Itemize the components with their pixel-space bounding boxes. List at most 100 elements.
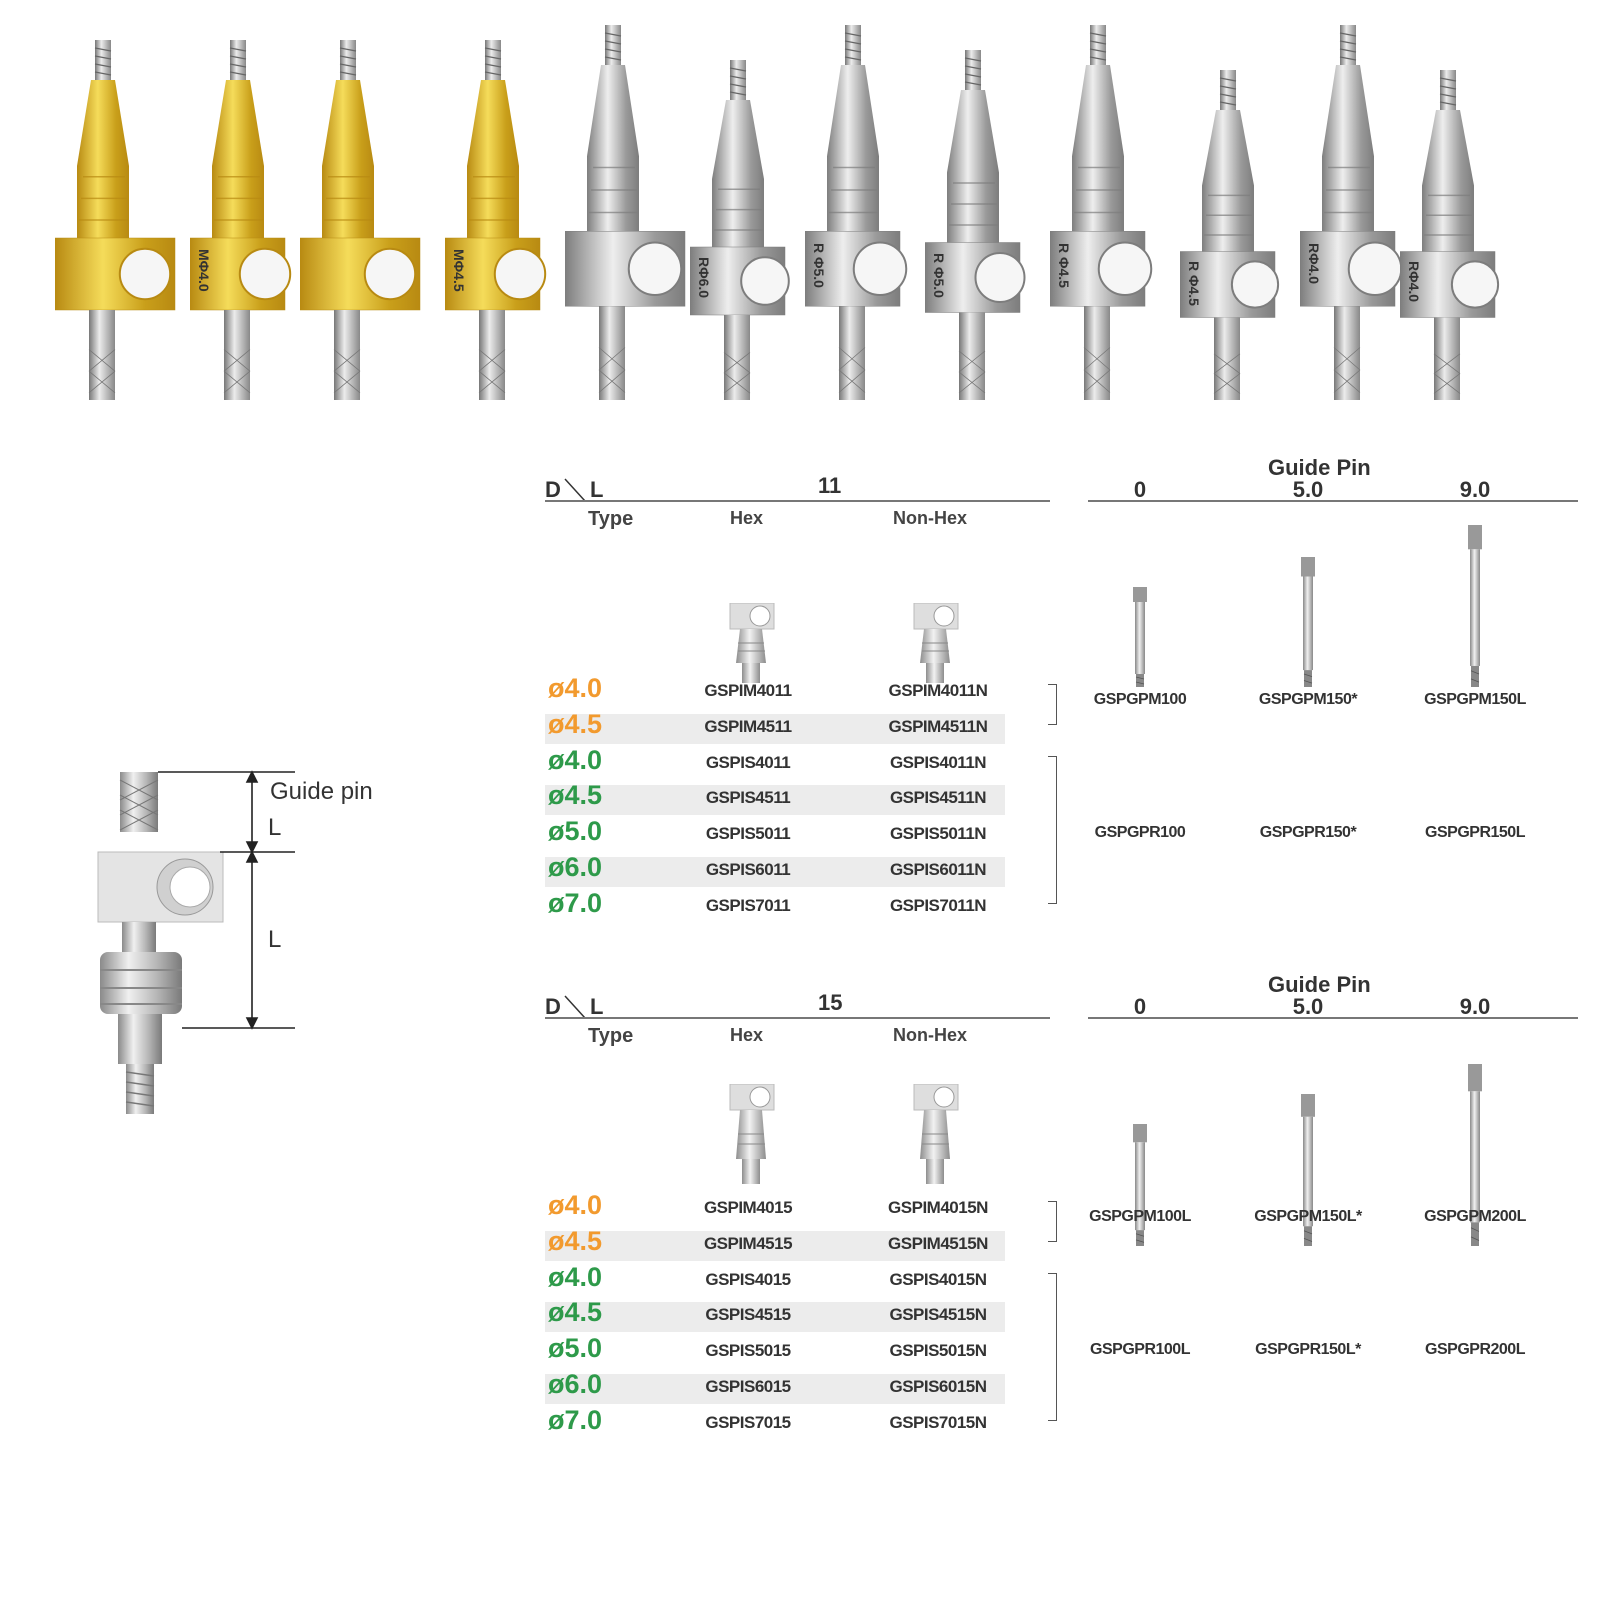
diameter-label: ø4.5	[548, 780, 603, 811]
product-photo-4: MΦ4.5	[445, 40, 575, 400]
nonhex-code: GSPIS4511N	[889, 788, 987, 808]
guide-pin-col-0: 0	[1133, 477, 1147, 502]
product-photo-5	[565, 25, 695, 400]
diameter-label: ø4.0	[548, 1190, 603, 1220]
nonhex-code: GSPIM4011N	[888, 681, 988, 700]
row-band	[545, 713, 1005, 744]
abutment-icon	[1050, 25, 1153, 400]
product-engraving-label: R Φ4.5	[1186, 261, 1202, 307]
length-value: 11	[818, 473, 842, 498]
nonhex-code: GSPIS4015N	[889, 1269, 987, 1289]
abutment-icon	[445, 40, 547, 400]
hex-code: GSPIS7015	[705, 1412, 791, 1432]
l-label: L	[590, 994, 604, 1019]
abutment-thumbnail-icon	[913, 603, 959, 683]
guide-pin-col-0: 0	[1133, 994, 1147, 1019]
nonhex-code: GSPIM4015N	[888, 1198, 988, 1217]
guide-pin-m-code: GSPGPM100	[1093, 691, 1187, 708]
guide-pin-header: Guide Pin	[1268, 455, 1371, 480]
diameter-label: ø7.0	[548, 887, 603, 918]
abutment-length-label: L	[268, 926, 282, 953]
nonhex-code: GSPIM4515N	[888, 1233, 988, 1253]
abutment-icon	[565, 25, 686, 400]
guide-pin-icon	[1133, 1124, 1147, 1246]
hex-code: GSPIS4015	[705, 1269, 791, 1289]
hex-code: GSPIS7011	[705, 895, 791, 915]
header-rule	[545, 1017, 1050, 1019]
bracket-r	[1048, 755, 1057, 905]
nonhex-code: GSPIS7015N	[889, 1412, 987, 1432]
guide-pin-r-code: GSPGPR100	[1094, 824, 1186, 842]
abutment-icon	[1300, 25, 1403, 400]
abutment-icon	[805, 25, 908, 400]
guide-pin-rule	[1088, 500, 1578, 502]
hex-code: GSPIS5011	[705, 824, 791, 844]
abutment-thumbnail-icon	[729, 1084, 775, 1184]
hex-code: GSPIS6015	[705, 1377, 791, 1396]
product-photo-10: R Φ4.5	[1180, 70, 1310, 400]
diameter-label: ø4.5	[548, 1297, 603, 1328]
guide-pin-m-code: GSPGPM150L*	[1254, 1208, 1362, 1225]
product-photo-12: RΦ4.0	[1400, 70, 1530, 400]
bracket-r	[1048, 1272, 1057, 1422]
abutment-icon	[690, 60, 790, 400]
guide-pin-icon	[1468, 1064, 1482, 1246]
guide-pin-m-code: GSPGPM150L	[1424, 691, 1526, 708]
abutment-icon	[190, 40, 292, 400]
product-photo-1	[55, 40, 185, 400]
nonhex-label: Non-Hex	[893, 508, 968, 528]
guide-pin-length-label: L	[268, 814, 282, 841]
nonhex-code: GSPIS6011N	[889, 860, 987, 879]
l-label: L	[590, 477, 604, 502]
hex-label: Hex	[730, 508, 764, 528]
product-engraving-label: R Φ5.0	[931, 253, 947, 298]
product-engraving-label: RΦ4.0	[1306, 242, 1322, 284]
product-engraving-label: RΦ6.0	[696, 257, 712, 299]
diameter-label: ø6.0	[548, 1369, 603, 1399]
hex-code: GSPIM4515	[703, 1233, 793, 1253]
hex-code: GSPIS4515	[705, 1305, 791, 1325]
product-engraving-label: MΦ4.5	[451, 248, 467, 292]
diameter-label: ø4.0	[548, 1261, 603, 1292]
product-photo-7: R Φ5.0	[805, 25, 935, 400]
nonhex-code: GSPIS5011N	[889, 824, 987, 844]
row-band	[545, 1230, 1005, 1261]
product-photo-3	[300, 40, 430, 400]
product-engraving-label: MΦ4.0	[196, 248, 212, 292]
row-band	[545, 785, 1005, 816]
nonhex-code: GSPIM4511N	[888, 716, 988, 736]
guide-pin-col-1: 5.0	[1292, 994, 1324, 1019]
product-engraving-label: R Φ5.0	[811, 242, 827, 288]
abutment-icon	[1180, 70, 1280, 400]
product-engraving-label: R Φ4.5	[1056, 242, 1072, 288]
row-band	[545, 1302, 1005, 1333]
diameter-label: ø5.0	[548, 816, 603, 847]
type-label: Type	[588, 508, 634, 530]
nonhex-code: GSPIS5015N	[889, 1341, 987, 1361]
bracket-m	[1048, 1201, 1057, 1243]
guide-pin-col-1: 5.0	[1292, 477, 1324, 502]
guide-pin-rule	[1088, 1017, 1578, 1019]
guide-pin-col-2: 9.0	[1459, 994, 1491, 1019]
guide-pin-r-code: GSPGPR150*	[1259, 824, 1357, 842]
abutment-icon	[925, 50, 1026, 400]
guide-pin-icon	[1301, 557, 1315, 687]
guide-pin-m-code: GSPGPM200L	[1424, 1208, 1526, 1225]
guide-pin-r-code: GSPGPR200L	[1425, 1341, 1525, 1359]
hex-label: Hex	[730, 1025, 764, 1045]
hex-code: GSPIM4011	[704, 681, 792, 700]
nonhex-code: GSPIS6015N	[889, 1377, 987, 1396]
guide-pin-m-code: GSPGPM100L	[1089, 1208, 1191, 1225]
nonhex-code: GSPIS4011N	[889, 752, 987, 772]
diameter-label: ø4.0	[548, 744, 603, 775]
product-photo-9: R Φ4.5	[1050, 25, 1180, 400]
guide-pin-label: Guide pin	[270, 778, 373, 805]
type-label: Type	[588, 1025, 634, 1047]
product-photo-2: MΦ4.0	[190, 40, 320, 400]
nonhex-code: GSPIS4515N	[889, 1305, 987, 1325]
guide-pin-r-code: GSPGPR100L	[1090, 1341, 1190, 1359]
d-label: D	[545, 994, 561, 1019]
guide-pin-r-code: GSPGPR150L	[1425, 824, 1525, 842]
header-rule	[545, 500, 1050, 502]
hex-code: GSPIS4511	[705, 788, 791, 808]
